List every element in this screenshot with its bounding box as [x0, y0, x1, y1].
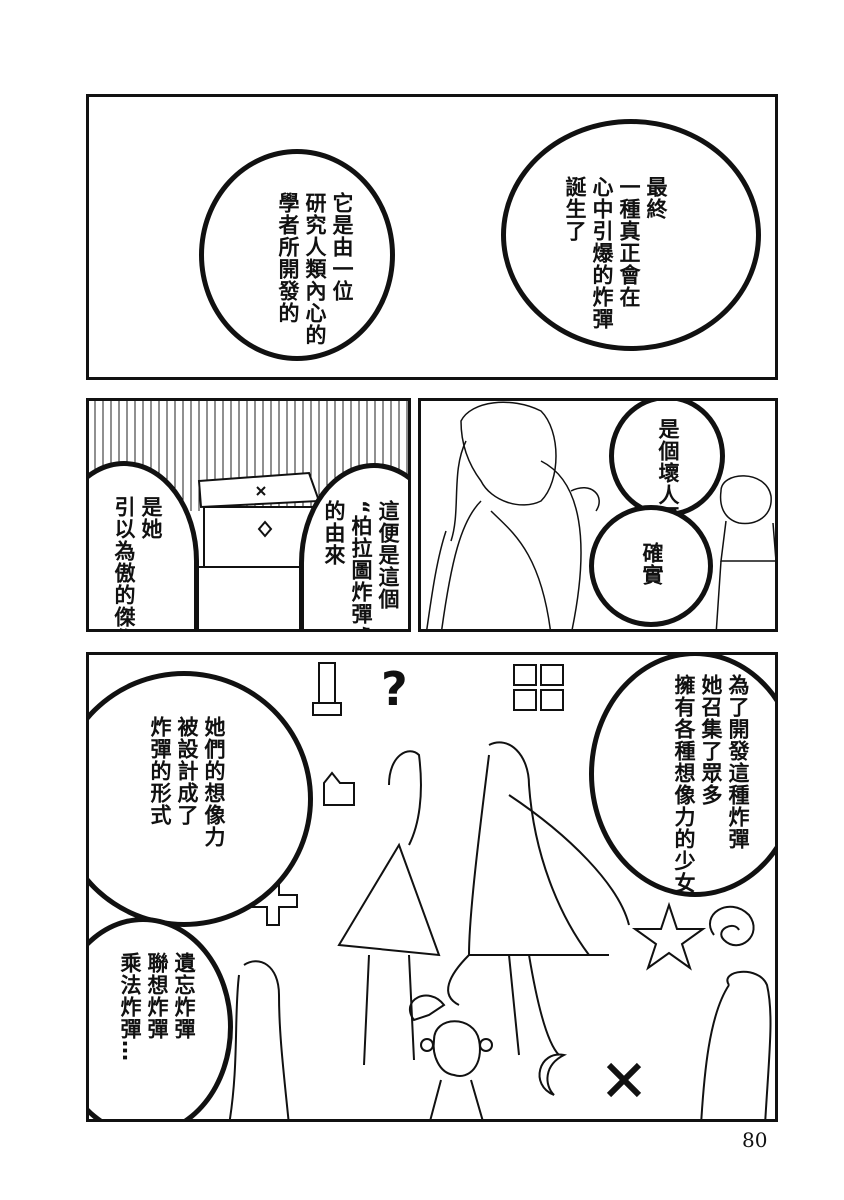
bubble-text-col-1: 她們的想像力 [202, 716, 226, 848]
bubble-text-col-3: 擁有各種想像力的少女 [672, 674, 696, 894]
page-number: 80 [742, 1128, 768, 1152]
bubble-text-col-3: 學者所開發的 [276, 192, 300, 324]
caption-text-col-2: “柏拉圖炸彈” [349, 500, 373, 632]
speech-bubble-final-bomb: 最終 一種真正會在 心中引爆的炸彈 誕生了 [501, 119, 761, 351]
speech-bubble-scholar: 它是由一位 研究人類內心的 學者所開發的 [199, 149, 395, 361]
speech-bubble-indeed: 確實 [589, 505, 713, 627]
speech-bubble-bad-person: 是個壞人呀 [609, 401, 725, 528]
bubble-text-col-2: 被設計成了 [175, 716, 199, 826]
caption-text-col-3: 的由來 [322, 500, 346, 566]
girls-and-bomb-symbols-illustration: ? [228, 662, 772, 1119]
bubble-text-col-3: 乘法炸彈… [118, 952, 142, 1062]
panel-4: ? 為了開發這種炸彈 她召集了眾多 擁有各種想像力的少女 她們的想像力 被設計成… [86, 652, 778, 1122]
speech-bubble-imagination-bombs: 她們的想像力 被設計成了 炸彈的形式 [89, 671, 313, 927]
bubble-text-col-4: 誕生了 [563, 176, 587, 242]
bubble-text-col-1: 遺忘炸彈 [172, 952, 196, 1040]
bubble-text-col-3: 炸彈的形式 [148, 716, 172, 826]
bubble-text-col-2: 研究人類內心的 [303, 192, 327, 346]
bubble-text-col-2: 一種真正會在 [617, 176, 641, 308]
panel-3: 是個壞人呀 確實 [418, 398, 778, 632]
panel-1: 最終 一種真正會在 心中引爆的炸彈 誕生了 它是由一位 研究人類內心的 學者所開… [86, 94, 778, 380]
caption-text-col-2: 引以為傲的傑作 [112, 496, 136, 632]
bubble-text-col-2: 她召集了眾多 [699, 674, 723, 806]
bubble-text-col-1: 最終 [644, 176, 668, 220]
question-mark-symbol: ? [381, 662, 408, 716]
two-characters-talking-illustration [426, 401, 775, 629]
bubble-text-col-1: 為了開發這種炸彈 [726, 674, 750, 850]
bubble-text: 確實 [640, 542, 664, 586]
caption-text-col-1: 這便是這個 [376, 500, 400, 610]
bubble-text-col-1: 它是由一位 [330, 192, 354, 302]
speech-bubble-gathered-girls: 為了開發這種炸彈 她召集了眾多 擁有各種想像力的少女 [589, 655, 775, 897]
caption-bubble-platonic-bomb: 這便是這個 “柏拉圖炸彈” 的由來 [299, 463, 408, 632]
panel-2: 是她 引以為傲的傑作 這便是這個 “柏拉圖炸彈” 的由來 [86, 398, 411, 632]
caption-text-col-1: 是她 [139, 496, 163, 540]
bubble-text-col-2: 聯想炸彈 [145, 952, 169, 1040]
bubble-text-col-3: 心中引爆的炸彈 [590, 176, 614, 330]
